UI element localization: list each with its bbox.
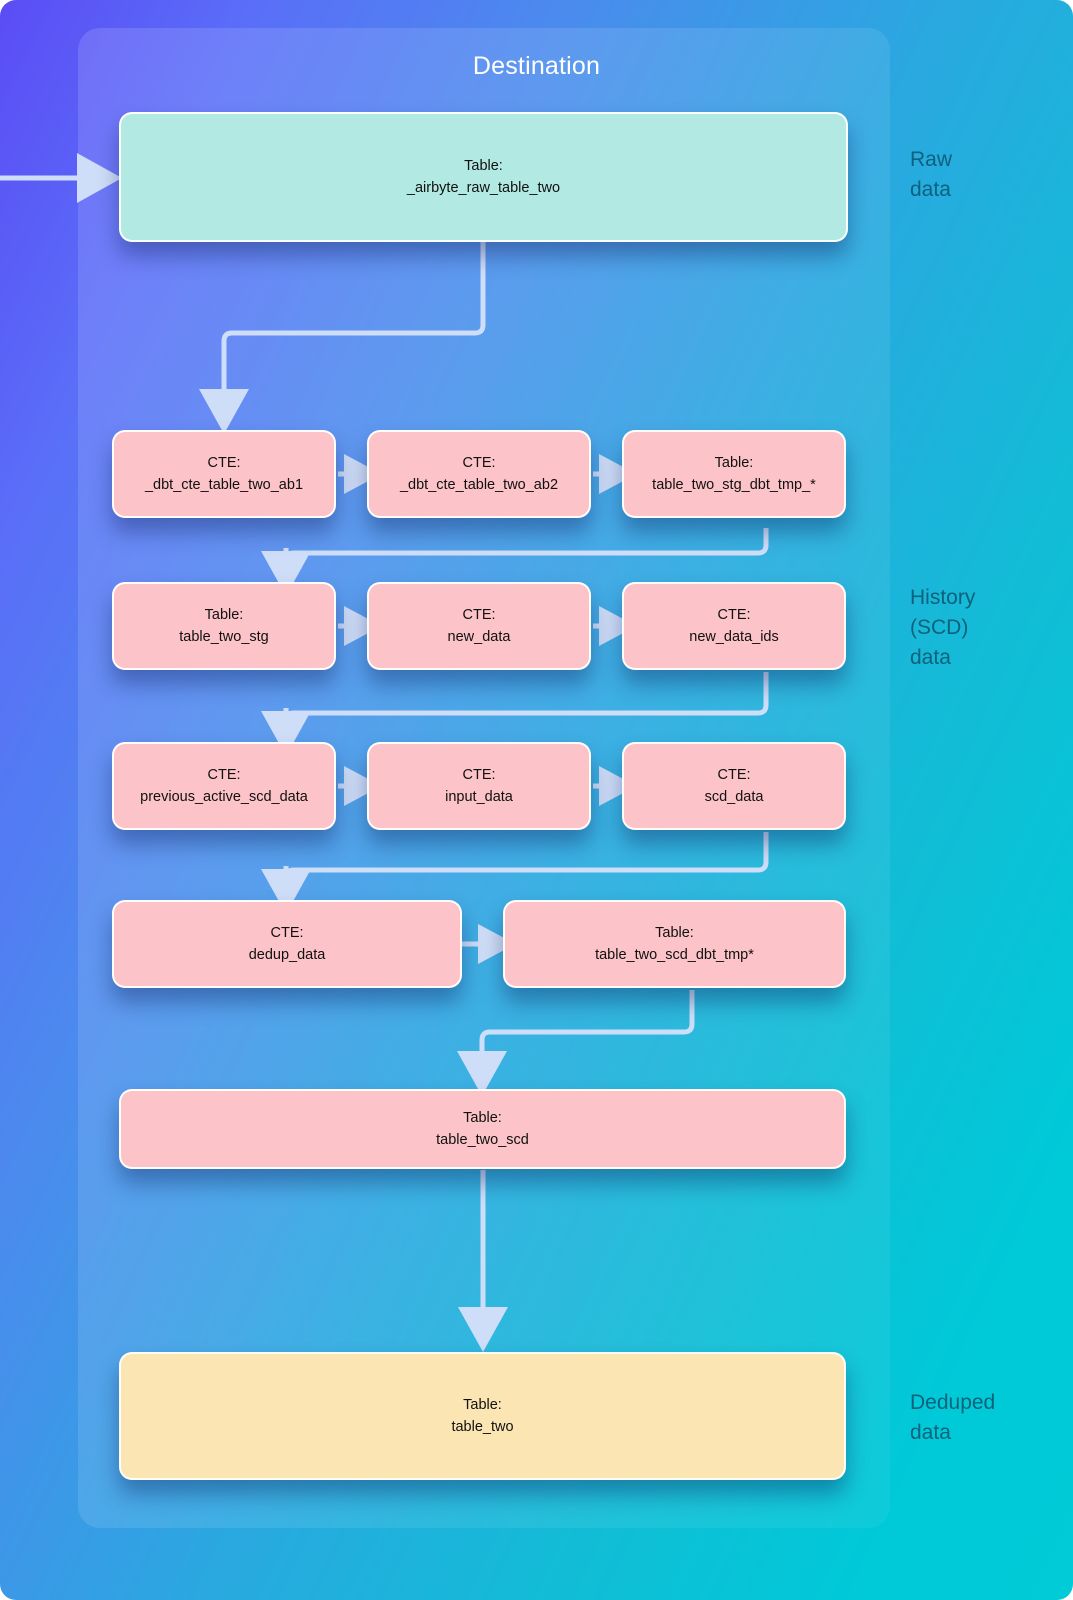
node-kind: CTE: (207, 766, 241, 783)
node-new-data[interactable]: CTE: new_data (367, 582, 591, 670)
node-kind: CTE: (717, 606, 751, 623)
side-label-raw: Raw data (910, 145, 952, 205)
node-kind: Table: (714, 454, 754, 471)
node-kind: CTE: (717, 766, 751, 783)
side-label-line: data (910, 177, 951, 201)
node-label: table_two_scd (436, 1132, 529, 1148)
node-label: _airbyte_raw_table_two (406, 180, 561, 196)
node-label: _dbt_cte_table_two_ab1 (144, 477, 304, 493)
side-label-line: Raw (910, 148, 953, 171)
node-kind: CTE: (207, 454, 241, 471)
node-kind: CTE: (462, 766, 496, 783)
node-label: table_two (451, 1419, 514, 1435)
node-label: previous_active_scd_data (140, 789, 308, 805)
node-kind: Table: (204, 606, 244, 623)
node-scd-data[interactable]: CTE: scd_data (622, 742, 846, 830)
node-table-two-stg[interactable]: Table: table_two_stg (112, 582, 336, 670)
node-label: scd_data (704, 789, 764, 805)
node-kind: CTE: (462, 454, 496, 471)
node-cte-ab2[interactable]: CTE: _dbt_cte_table_two_ab2 (367, 430, 591, 518)
node-table-two[interactable]: Table: table_two (119, 1352, 846, 1480)
node-label: dedup_data (248, 947, 326, 963)
node-label: input_data (445, 789, 513, 805)
side-label-line: (SCD) (910, 615, 969, 639)
node-kind: CTE: (270, 924, 304, 941)
page-title: Destination (472, 52, 601, 80)
node-kind: Table: (463, 1396, 502, 1413)
node-kind: Table: (463, 1109, 502, 1126)
node-cte-ab1[interactable]: CTE: _dbt_cte_table_two_ab1 (112, 430, 336, 518)
node-kind: CTE: (462, 606, 496, 623)
node-kind: Table: (464, 157, 503, 174)
node-label: table_two_scd_dbt_tmp* (595, 947, 754, 963)
node-label: new_data (447, 629, 511, 645)
node-previous-active-scd-data[interactable]: CTE: previous_active_scd_data (112, 742, 336, 830)
node-input-data[interactable]: CTE: input_data (367, 742, 591, 830)
side-label-deduped: Deduped data (910, 1388, 995, 1448)
side-label-line: History (910, 586, 976, 609)
node-stg-dbt-tmp[interactable]: Table: table_two_stg_dbt_tmp_* (622, 430, 846, 518)
node-label: _dbt_cte_table_two_ab2 (399, 477, 559, 493)
side-label-line: Deduped (910, 1391, 996, 1414)
node-scd-dbt-tmp[interactable]: Table: table_two_scd_dbt_tmp* (503, 900, 846, 988)
node-new-data-ids[interactable]: CTE: new_data_ids (622, 582, 846, 670)
node-kind: Table: (655, 924, 694, 941)
node-label: table_two_stg_dbt_tmp_* (652, 477, 816, 493)
node-dedup-data[interactable]: CTE: dedup_data (112, 900, 462, 988)
node-label: table_two_stg (179, 629, 269, 645)
side-label-history: History (SCD) data (910, 583, 975, 672)
side-label-line: data (910, 645, 951, 669)
node-label: new_data_ids (689, 629, 779, 645)
node-table-two-scd[interactable]: Table: table_two_scd (119, 1089, 846, 1169)
node-raw-table[interactable]: Table: _airbyte_raw_table_two (119, 112, 848, 242)
side-label-line: data (910, 1420, 951, 1444)
